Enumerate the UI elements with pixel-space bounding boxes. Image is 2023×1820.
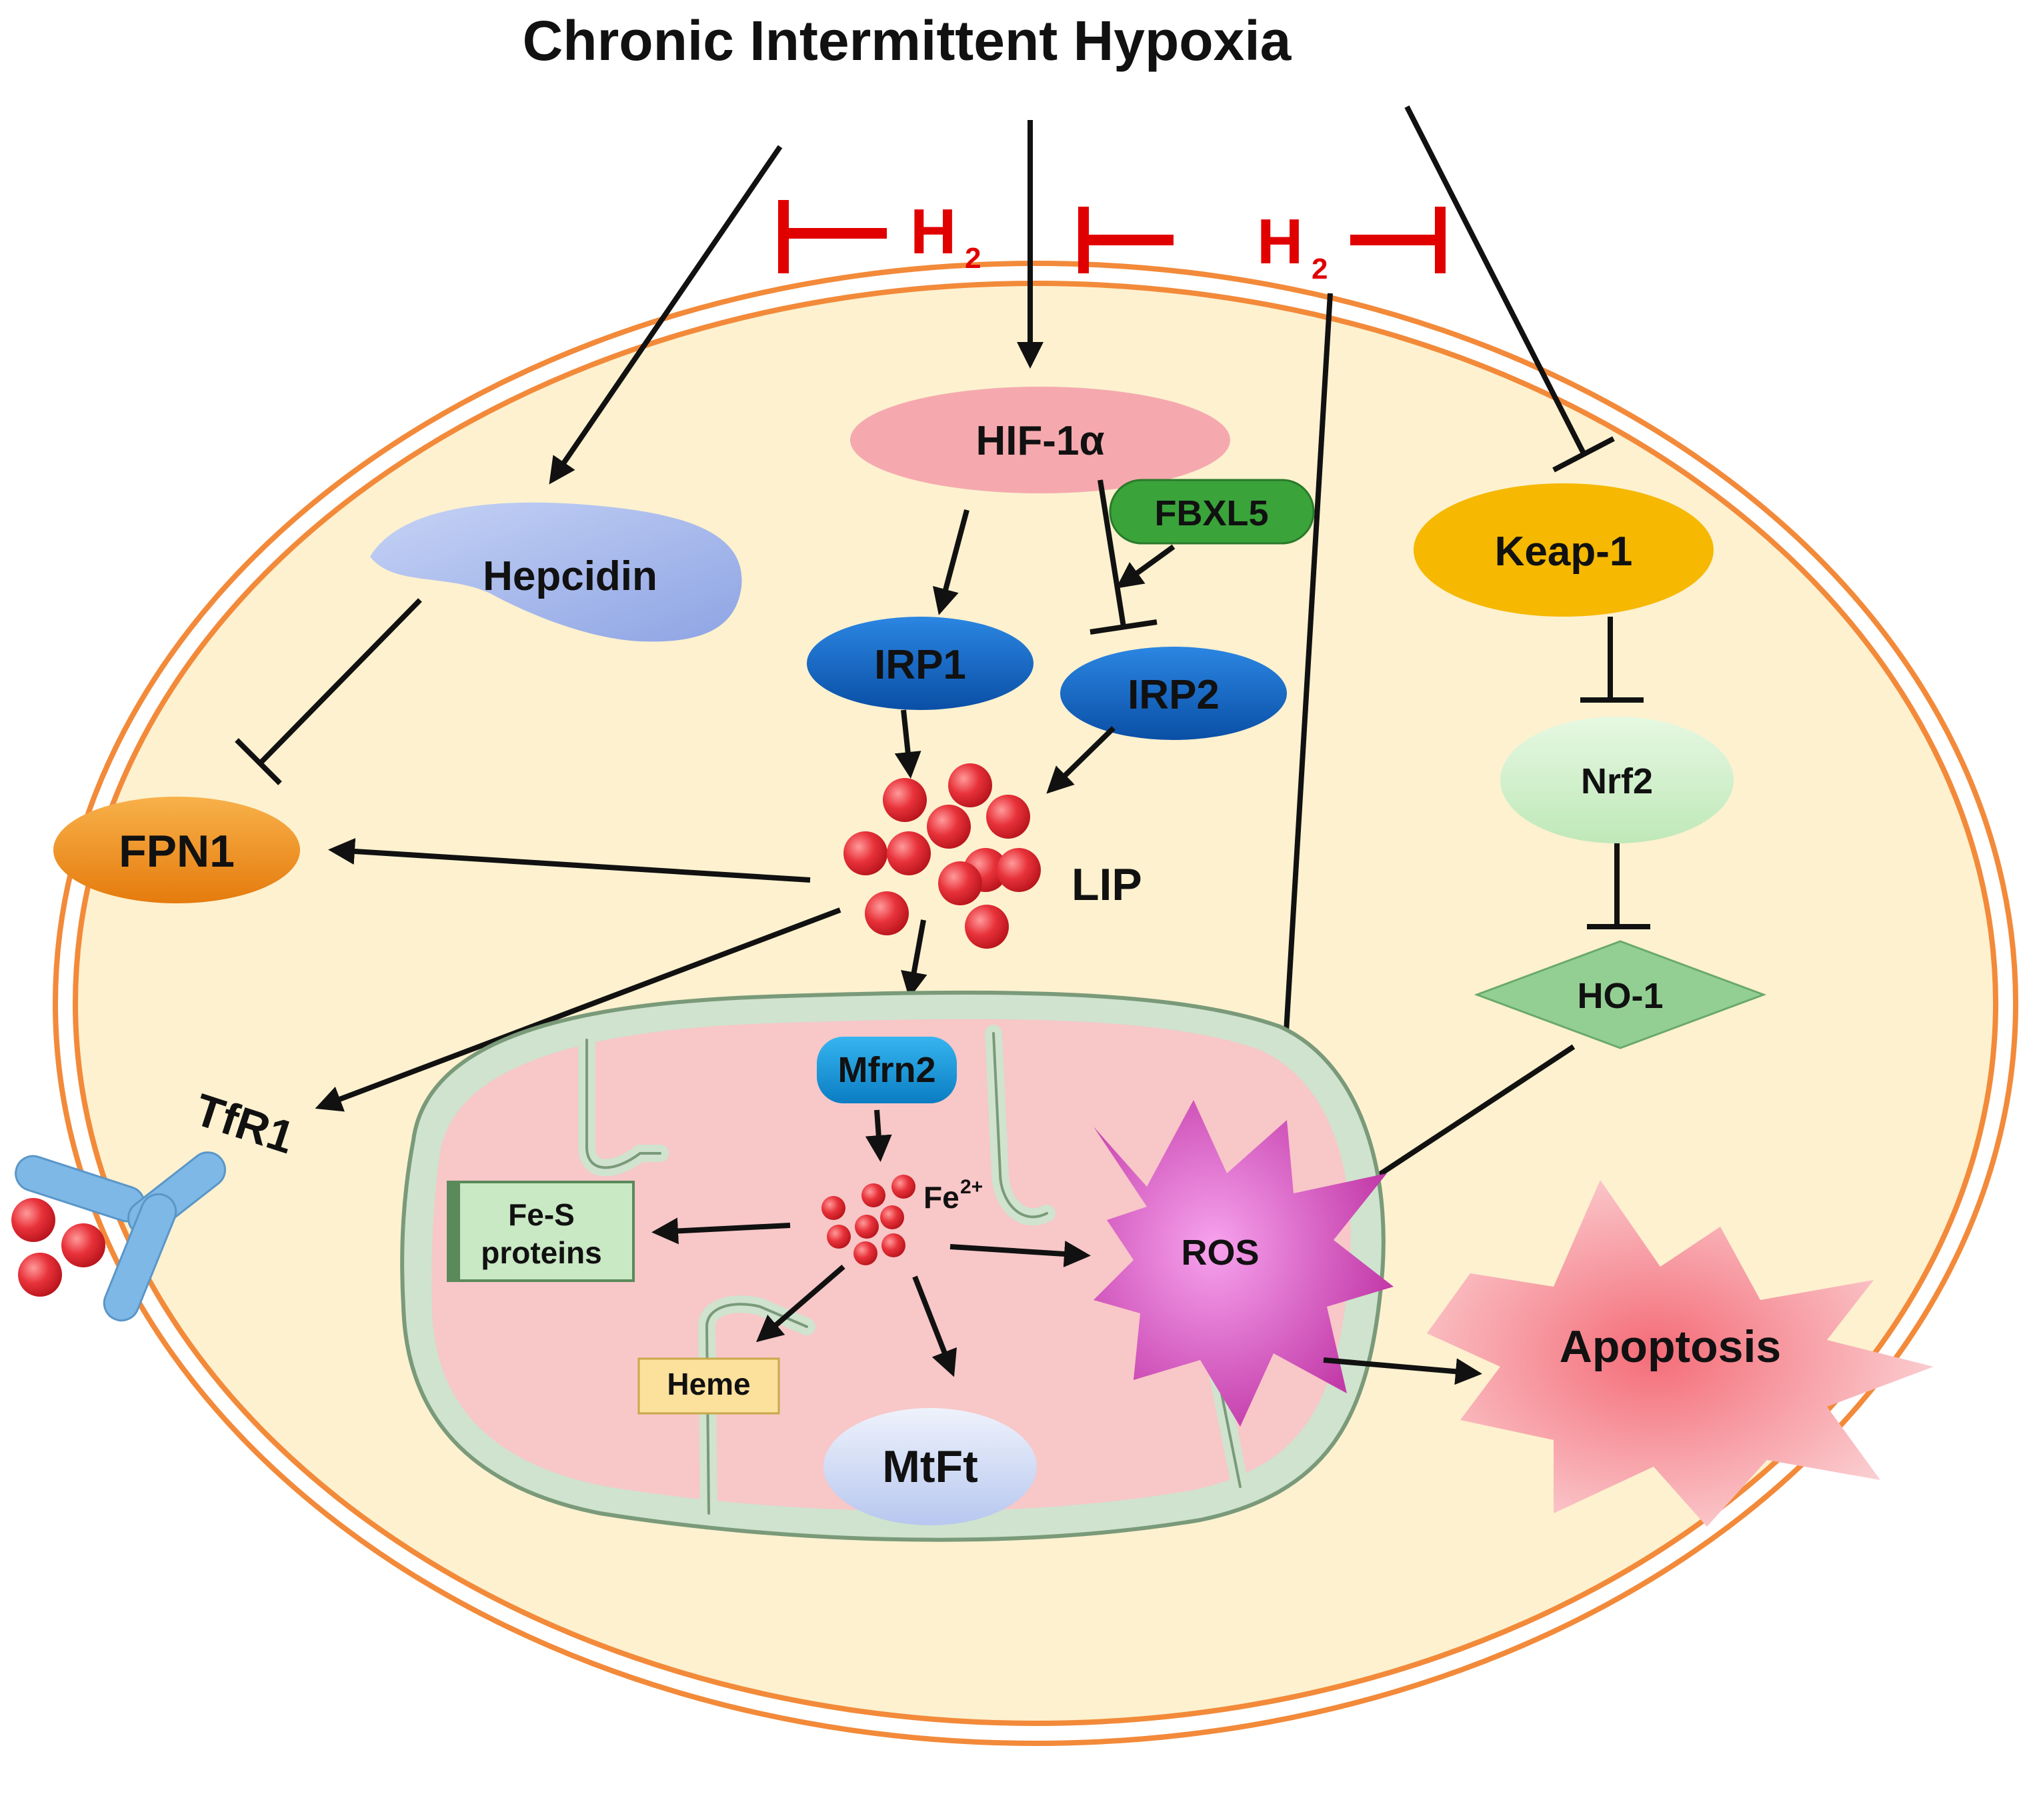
fe2-connectors [651, 1217, 1091, 1377]
arrow-hypoxia-to-hepcidin [549, 145, 783, 485]
iron-ion [927, 805, 971, 849]
iron-ion [887, 831, 931, 875]
hepcidin-label: Hepcidin [483, 553, 657, 599]
h2-subscript: 2 [965, 242, 981, 275]
mfrn2: Mfrn2 [817, 1037, 957, 1103]
iron-ion [865, 891, 909, 935]
iron-ion [881, 1233, 905, 1257]
irp2: IRP2 [1060, 647, 1287, 740]
keap1-label: Keap-1 [1495, 529, 1633, 575]
iron-ion [18, 1253, 62, 1297]
mtft-label: MtFt [882, 1441, 977, 1492]
fe-s-label-line2: proteins [481, 1235, 601, 1270]
heme-label: Heme [667, 1367, 750, 1401]
ho1: HO-1 [1474, 940, 1767, 1049]
arrow-fe2-to-mtft [912, 1275, 957, 1377]
inhibit-hepcidin-fpn1 [235, 598, 422, 785]
lip-label: LIP [1072, 859, 1142, 910]
iron-ion [938, 861, 982, 905]
irp-connectors [932, 479, 1176, 635]
ros: ROS [1094, 1100, 1394, 1427]
h2-subscript: 2 [1312, 253, 1328, 285]
irp1: IRP1 [807, 617, 1034, 710]
keap-nrf-connectors [1580, 617, 1650, 929]
mtft: MtFt [823, 1408, 1037, 1525]
nrf2: Nrf2 [1500, 717, 1734, 843]
iron-ion [855, 1215, 879, 1239]
arrow-hif-to-irp1 [932, 509, 969, 615]
iron-ion [883, 778, 927, 822]
arrow-fbxl5-to-irp2 [1116, 544, 1176, 589]
arrow-fe2-to-ros [949, 1240, 1091, 1267]
arrow-ros-to-apoptosis [1323, 1357, 1482, 1385]
arrow-lip-to-mfrn2 [901, 919, 927, 999]
fpn1: FPN1 [53, 797, 300, 903]
diagram-title: Chronic Intermittent Hypoxia [523, 9, 1292, 72]
iron-ion [997, 848, 1041, 892]
keap1: Keap-1 [1414, 483, 1714, 617]
irp2-label: IRP2 [1128, 672, 1220, 718]
inhibit-hif-irp2 [1098, 479, 1126, 627]
iron-ion [821, 1196, 845, 1220]
arrow-mfrn2-to-fe2 [865, 1109, 892, 1162]
arrow-irp2-to-lip [1046, 726, 1116, 794]
arrow-lip-to-tfr1 [315, 907, 841, 1112]
iron-ion [948, 763, 992, 807]
hif-1a-label: HIF-1α [975, 418, 1104, 464]
iron-ion [853, 1241, 877, 1265]
lip-connectors [315, 709, 1116, 1112]
apoptosis-label: Apoptosis [1560, 1321, 1781, 1372]
arrow-irp1-to-lip [894, 709, 921, 779]
inhibit-h2-ros [1281, 293, 1333, 1077]
iron-ion [843, 831, 887, 875]
fe2-charge: 2+ [960, 1176, 983, 1198]
fe-s-label-line1: Fe-S [508, 1197, 575, 1232]
iron-ion [965, 905, 1009, 949]
iron-ion [861, 1183, 885, 1207]
heme: Heme [637, 1357, 780, 1415]
iron-ion [986, 795, 1030, 839]
tfr1-receptor [11, 1151, 226, 1322]
top-connectors [549, 105, 1615, 1083]
apoptosis: Apoptosis [1427, 1180, 1934, 1527]
inhibit-hypoxia-keap1 [1404, 105, 1586, 455]
nrf2-label: Nrf2 [1581, 761, 1653, 801]
h2-label: H [1257, 206, 1303, 277]
irp1-label: IRP1 [874, 642, 966, 688]
fe2-iron-cluster [821, 1175, 915, 1265]
fbxl5: FBXL5 [1109, 479, 1315, 545]
iron-ion [880, 1205, 904, 1229]
ros-label: ROS [1181, 1233, 1259, 1273]
iron-ion [827, 1225, 851, 1249]
arrow-fe2-to-fes [651, 1217, 791, 1245]
hepcidin: Hepcidin [370, 502, 742, 642]
lip-iron-cluster [843, 763, 1041, 949]
arrow-lip-to-fpn1 [328, 838, 811, 883]
cell-membrane-outer [53, 261, 2018, 1746]
iron-ion [61, 1223, 105, 1267]
iron-ion [11, 1198, 55, 1242]
fe2-label: Fe [923, 1180, 959, 1215]
fpn1-label: FPN1 [119, 826, 235, 877]
h2-inhibitor-left: H 2 [778, 196, 1174, 275]
fe-s-proteins: Fe-S proteins [447, 1181, 635, 1282]
hif-1a: HIF-1α [850, 387, 1230, 493]
ho1-label: HO-1 [1577, 976, 1663, 1016]
h2-label: H [910, 196, 956, 267]
arrow-fe2-to-heme [755, 1264, 845, 1343]
h2-inhibitor-right: H 2 [1257, 206, 1446, 285]
iron-ion [891, 1175, 915, 1199]
fbxl5-label: FBXL5 [1154, 493, 1268, 533]
mfrn2-label: Mfrn2 [838, 1050, 936, 1090]
